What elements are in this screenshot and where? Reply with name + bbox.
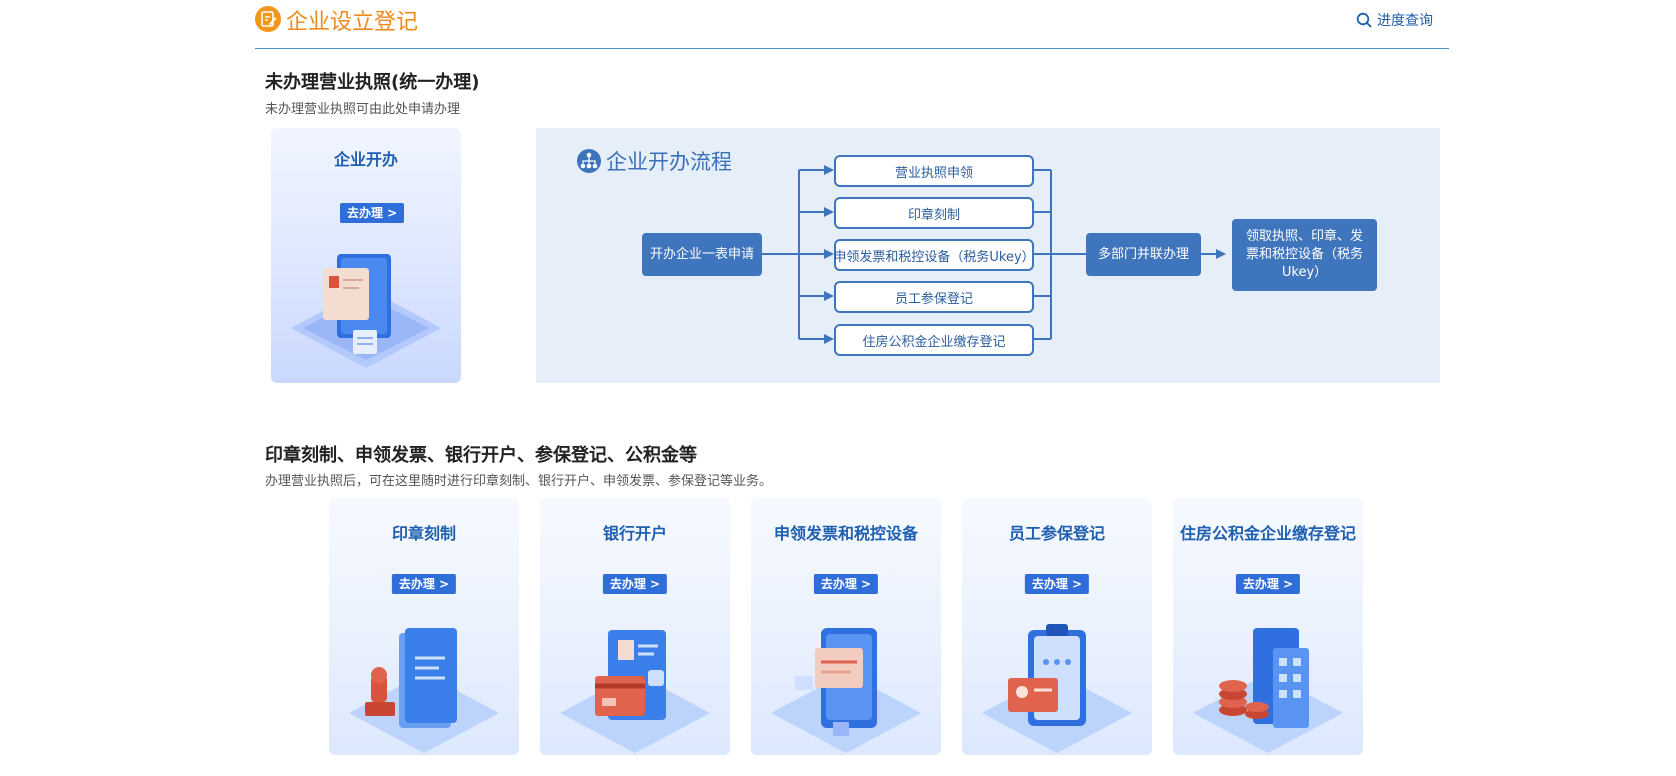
flow-title-label: 企业开办流程: [606, 150, 732, 174]
flow-step-4: 员工参保登记: [834, 281, 1034, 313]
service-card-bank[interactable]: 银行开户 去办理 >: [540, 498, 730, 755]
service-card-seal[interactable]: 印章刻制 去办理 >: [329, 498, 519, 755]
section1-title: 未办理营业执照(统一办理): [265, 72, 480, 93]
section2-title: 印章刻制、申领发票、银行开户、参保登记、公积金等: [265, 445, 697, 466]
flow-step-2: 印章刻制: [834, 197, 1034, 229]
process-flow-panel: 企业开办流程 开办企业一表申请 营业执照申领 印章刻制 申领发票和税控设备（税务…: [536, 128, 1440, 383]
service-card-insurance[interactable]: 员工参保登记 去办理 >: [962, 498, 1152, 755]
invoice-device-icon: [771, 628, 921, 753]
company-setup-card[interactable]: 企业开办 去办理 >: [271, 128, 461, 383]
flow-title: 企业开办流程: [577, 146, 732, 176]
card-title: 银行开户: [602, 524, 667, 543]
flow-connectors: [762, 165, 1226, 344]
go-handle-button[interactable]: 去办理 >: [813, 574, 879, 594]
progress-query-link[interactable]: 进度查询: [1356, 9, 1433, 31]
card-title: 申领发票和税控设备: [773, 524, 918, 543]
flow-joint-box: 多部门并联办理: [1086, 233, 1201, 276]
service-card-invoice[interactable]: 申领发票和税控设备 去办理 >: [751, 498, 941, 755]
card-title: 住房公积金企业缴存登记: [1179, 524, 1356, 543]
search-icon: [1356, 12, 1372, 28]
bank-card-icon: [560, 630, 710, 753]
flow-step-3: 申领发票和税控设备（税务Ukey）: [833, 239, 1035, 271]
org-chart-icon: [577, 149, 601, 173]
go-handle-button[interactable]: 去办理 >: [1024, 574, 1090, 594]
flow-step-1: 营业执照申领: [834, 155, 1034, 187]
edit-document-icon: [255, 6, 281, 32]
card-title: 员工参保登记: [1008, 524, 1105, 543]
flow-start-box: 开办企业一表申请: [642, 233, 762, 276]
page-title: 企业设立登记: [286, 10, 419, 35]
card-title: 企业开办: [333, 150, 398, 169]
clipboard-insurance-icon: [982, 624, 1132, 753]
go-handle-button[interactable]: 去办理 >: [1235, 574, 1301, 594]
flow-step-5: 住房公积金企业缴存登记: [834, 324, 1034, 356]
page-header: 企业设立登记 进度查询: [255, 0, 1449, 49]
progress-query-label: 进度查询: [1377, 13, 1433, 29]
go-handle-button[interactable]: 去办理 >: [602, 574, 668, 594]
document-illustration-icon: [291, 254, 441, 368]
housing-fund-icon: [1193, 628, 1343, 753]
flow-final-box: 领取执照、印章、发票和税控设备（税务Ukey）: [1232, 219, 1377, 291]
go-handle-button[interactable]: 去办理 >: [391, 574, 457, 594]
go-handle-button[interactable]: 去办理 >: [340, 203, 405, 223]
card-title: 印章刻制: [391, 524, 456, 543]
service-card-fund[interactable]: 住房公积金企业缴存登记 去办理 >: [1173, 498, 1363, 755]
section1-desc: 未办理营业执照可由此处申请办理: [265, 102, 461, 117]
seal-stamp-icon: [349, 628, 499, 753]
section2-desc: 办理营业执照后，可在这里随时进行印章刻制、银行开户、申领发票、参保登记等业务。: [265, 474, 773, 489]
